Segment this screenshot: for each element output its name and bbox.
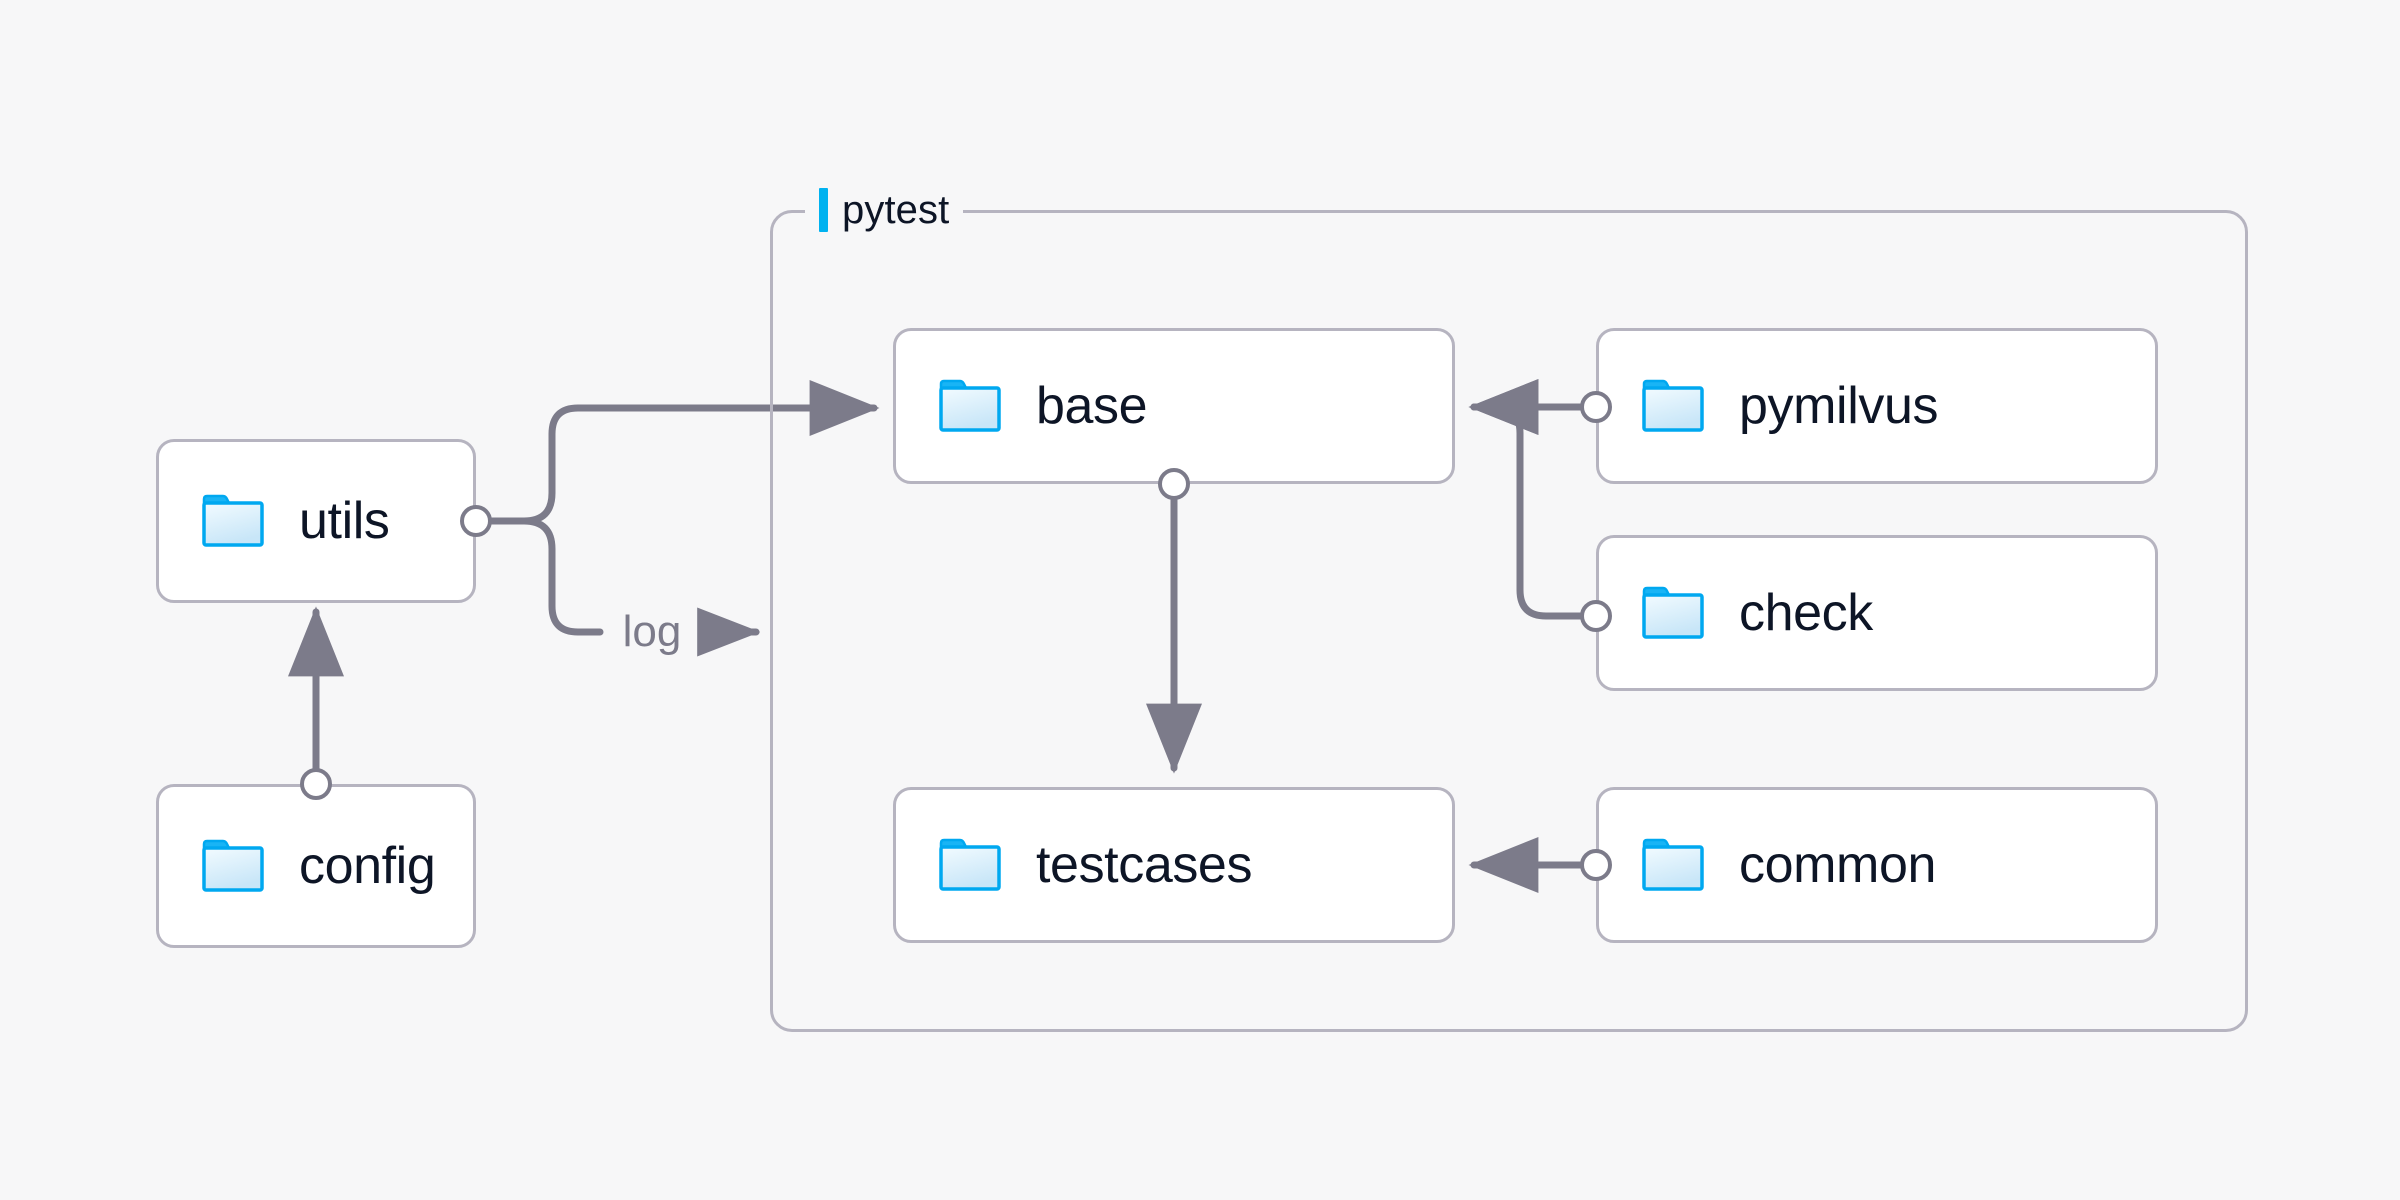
port-common-left[interactable] <box>1580 849 1612 881</box>
group-accent-bar <box>819 188 828 232</box>
port-base-bottom[interactable] <box>1158 468 1190 500</box>
node-utils[interactable]: utils <box>156 439 476 603</box>
node-config-label: config <box>299 837 436 895</box>
node-testcases-label: testcases <box>1036 836 1253 894</box>
group-pytest[interactable] <box>770 210 2248 1032</box>
node-base-label: base <box>1036 377 1148 435</box>
port-pymilvus-left[interactable] <box>1580 391 1612 423</box>
port-check-left[interactable] <box>1580 600 1612 632</box>
node-utils-label: utils <box>299 492 390 550</box>
node-common[interactable]: common <box>1596 787 2158 943</box>
node-pymilvus-label: pymilvus <box>1739 377 1939 435</box>
folder-icon <box>1642 379 1704 432</box>
folder-icon <box>1642 838 1704 891</box>
folder-icon <box>202 839 264 892</box>
node-config[interactable]: config <box>156 784 476 948</box>
folder-icon <box>939 379 1001 432</box>
node-common-label: common <box>1739 836 1936 894</box>
group-pytest-label-wrap: pytest <box>805 182 964 238</box>
port-config-top[interactable] <box>300 768 332 800</box>
edge-utils-to-log <box>520 517 604 636</box>
folder-icon <box>1642 586 1704 639</box>
node-check[interactable]: check <box>1596 535 2158 691</box>
folder-icon <box>202 494 264 547</box>
node-base[interactable]: base <box>893 328 1455 484</box>
group-pytest-label: pytest <box>842 187 950 232</box>
node-testcases[interactable]: testcases <box>893 787 1455 943</box>
edge-label-log: log <box>616 607 688 657</box>
node-check-label: check <box>1739 584 1873 642</box>
port-utils-right[interactable] <box>460 505 492 537</box>
folder-icon <box>939 838 1001 891</box>
node-pymilvus[interactable]: pymilvus <box>1596 328 2158 484</box>
